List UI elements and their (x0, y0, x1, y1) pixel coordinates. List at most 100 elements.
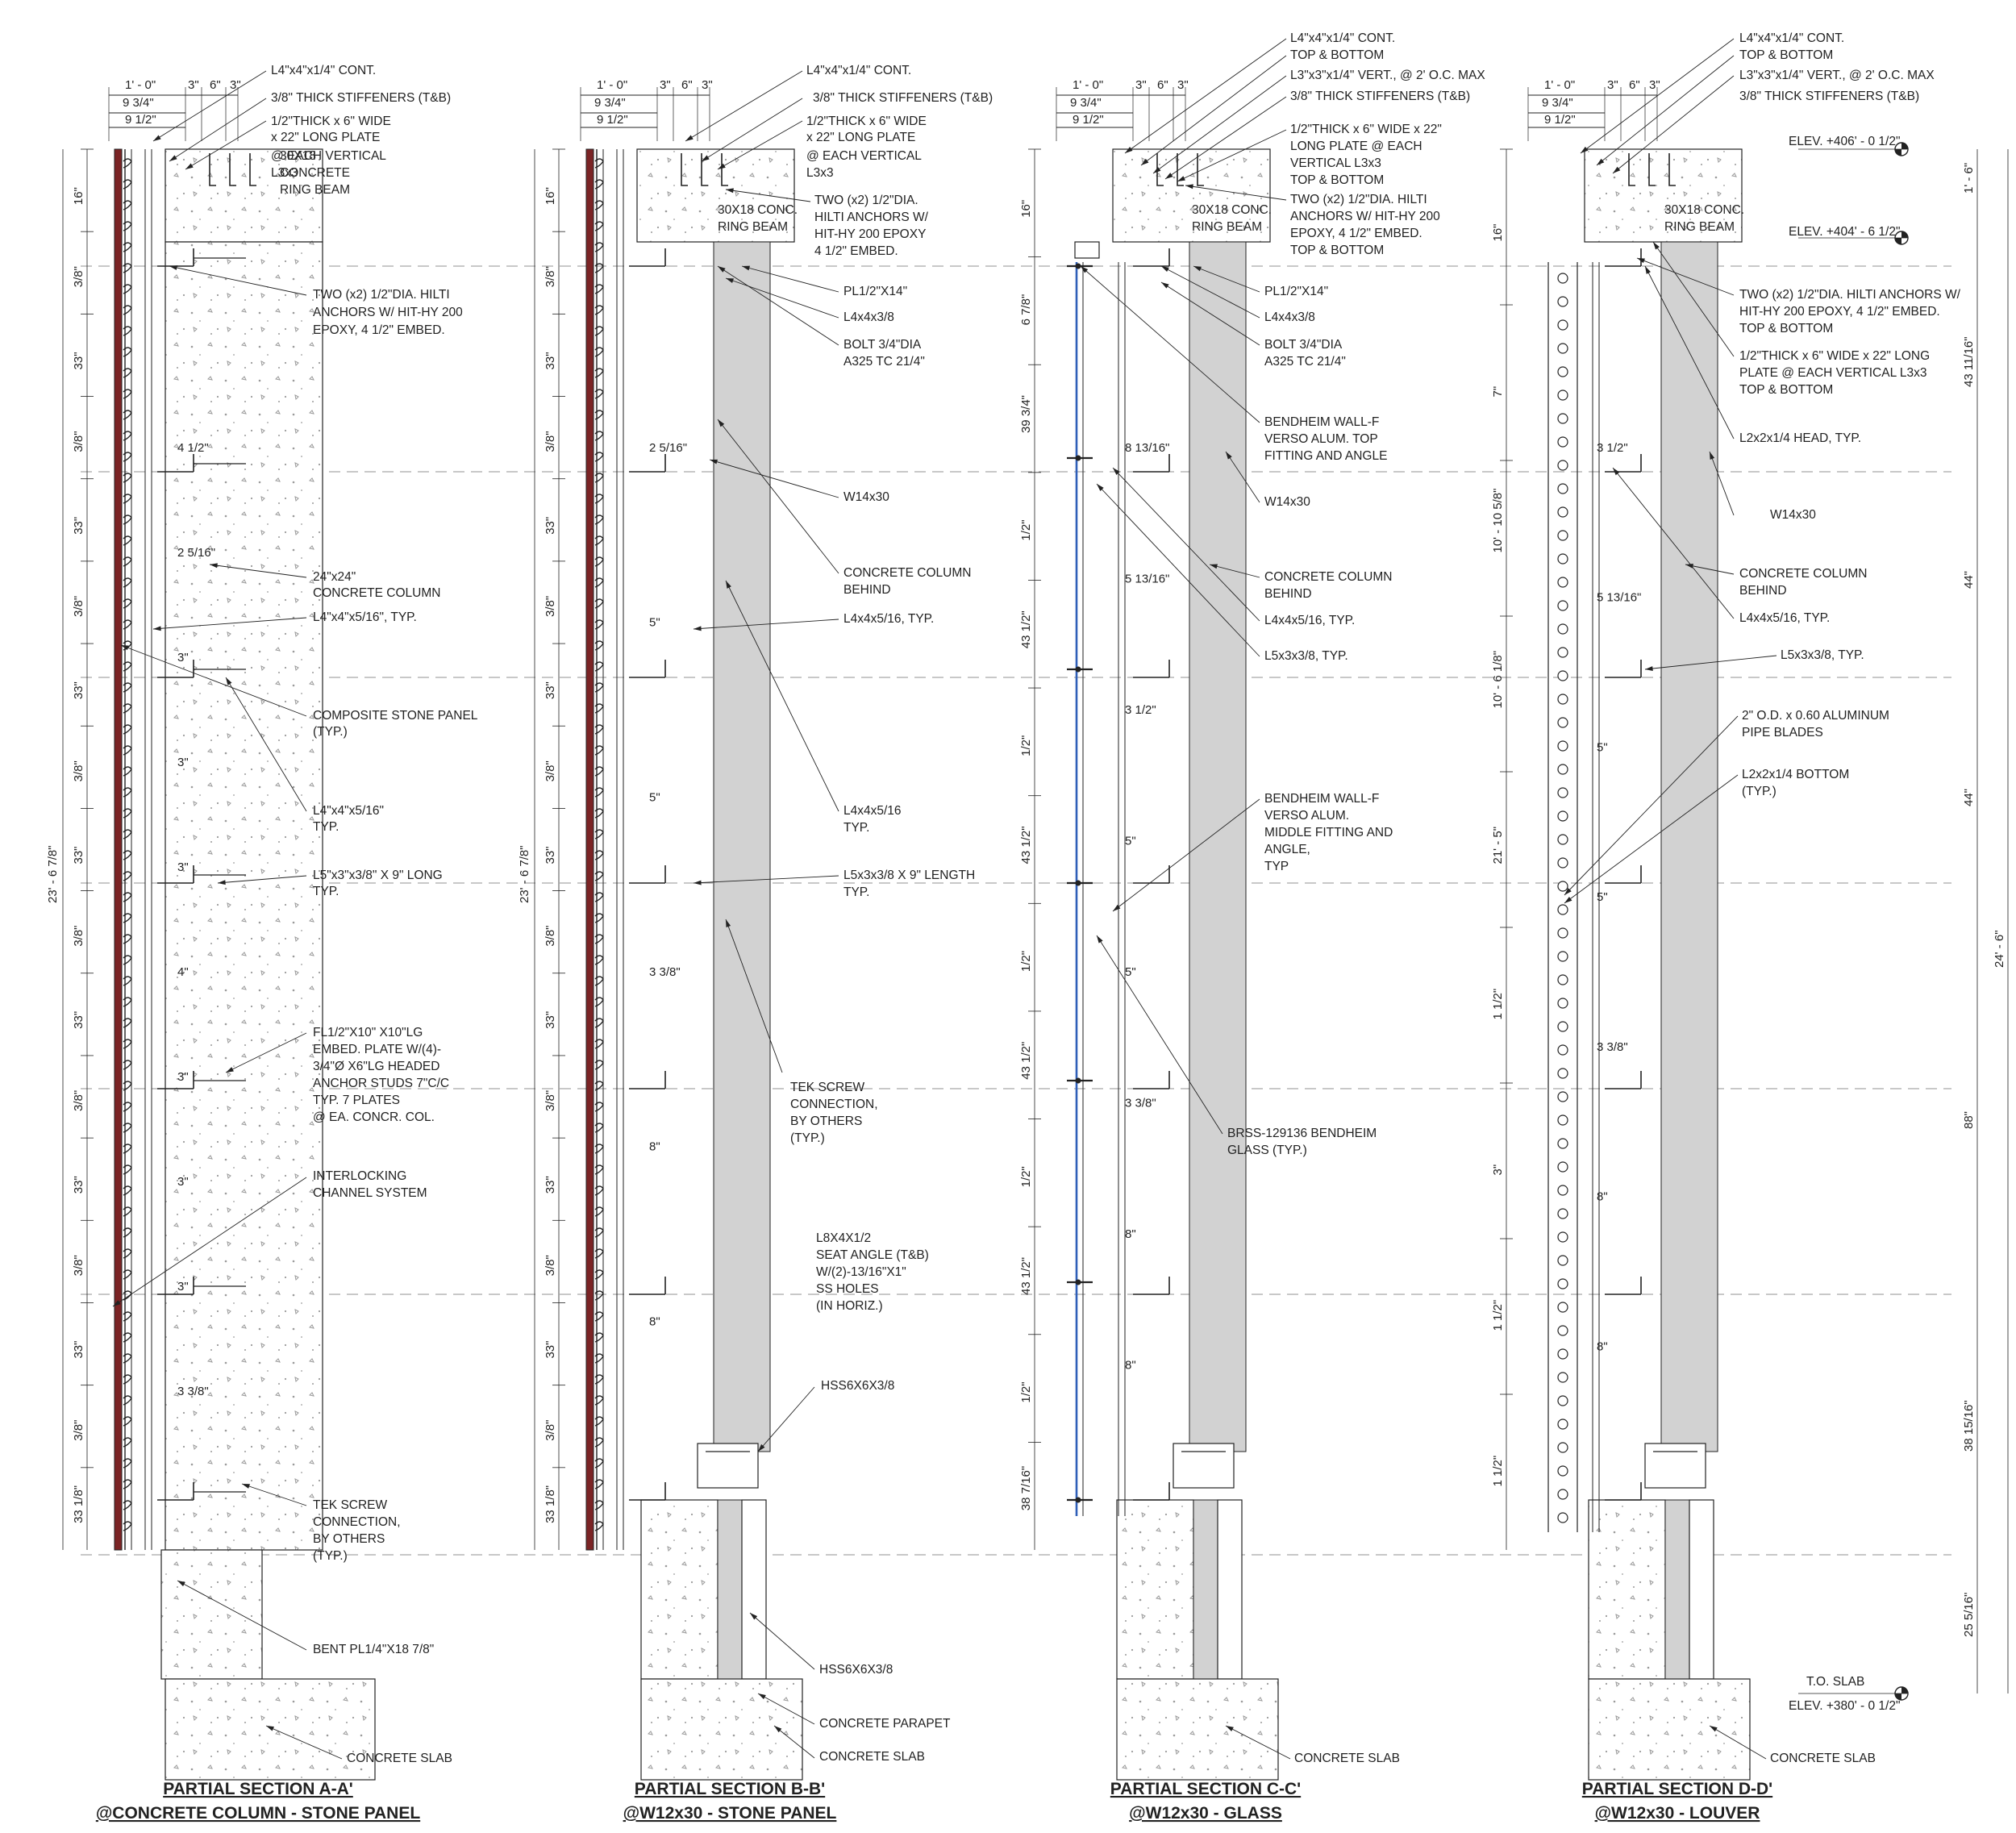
callout-note-text: 30X18 CONC. (1192, 203, 1272, 217)
leader-line (1124, 38, 1287, 154)
side-dimension-label: 39 3/4" (1019, 395, 1033, 433)
pipe-blade (1557, 764, 1568, 775)
inner-dimension-label: 8" (1125, 1359, 1136, 1373)
leader-arrowhead (1226, 1726, 1234, 1731)
interlocking-channel-mark (123, 305, 132, 315)
callout-note-text: 1/2"THICK x 6" WIDE x 22" (1290, 123, 1442, 136)
interlocking-channel-mark (594, 305, 604, 315)
anchor-bolt (701, 153, 708, 186)
side-dimension-label: 43 1/2" (1019, 826, 1033, 864)
callout-note-text: BRSS-129136 BENDHEIM (1227, 1127, 1377, 1140)
leader-arrowhead (153, 135, 161, 141)
callout-note-text: TOP & BOTTOM (1739, 322, 1833, 335)
ring-beam (1584, 148, 1743, 243)
inner-dimension-label: 3 3/8" (1125, 1097, 1156, 1110)
callout-note-text: BENDHEIM WALL-F (1264, 415, 1379, 429)
side-dimension-label: 33 1/8" (544, 1485, 557, 1523)
callout-note-text: ANGLE, (1264, 843, 1310, 856)
callout-note-text: BEHIND (843, 583, 891, 597)
hss-seat-box (697, 1443, 759, 1489)
callout-note-text: CONCRETE COLUMN (843, 566, 971, 580)
leader-arrowhead (742, 265, 750, 271)
ring-beam (1112, 148, 1271, 243)
pipe-blade (1557, 998, 1568, 1009)
callout-note-text: L5x3x3/8 X 9" LENGTH (843, 869, 975, 882)
leader-arrowhead (1097, 935, 1103, 944)
side-dimension-label: 33" (72, 1176, 85, 1194)
interlocking-channel-mark (123, 661, 132, 672)
leader-arrowhead (1645, 266, 1651, 274)
leader-line (693, 875, 839, 884)
interlocking-channel-mark (123, 179, 132, 190)
side-dimension-label: 3/8" (72, 266, 85, 287)
leader-arrowhead (1613, 166, 1621, 173)
interlocking-channel-mark (594, 1227, 604, 1238)
leader-line (725, 277, 839, 319)
inner-dimension-label: 5" (649, 616, 660, 630)
inner-dimension-label: 3 3/8" (1597, 1040, 1628, 1054)
callout-note-text: TYP. 7 PLATES (313, 1094, 400, 1107)
interlocking-channel-mark (594, 1374, 604, 1385)
interlocking-channel-mark (123, 326, 132, 336)
pipe-blade (1557, 600, 1568, 611)
callout-note-text: (TYP.) (313, 725, 348, 739)
interlocking-channel-mark (594, 1479, 604, 1489)
leader-line (169, 265, 307, 296)
leader-line (152, 617, 307, 630)
pipe-blade (1557, 1068, 1568, 1079)
callout-note-text: BENDHEIM WALL-F (1264, 792, 1379, 806)
callout-note-text: L4"x4"x1/4" CONT. (271, 64, 376, 77)
side-dimension-label: 1 1/2" (1491, 1300, 1505, 1331)
interlocking-channel-mark (594, 1185, 604, 1196)
interlocking-channel-mark (123, 1479, 132, 1489)
interlocking-channel-mark (594, 1437, 604, 1448)
leader-arrowhead (718, 163, 726, 169)
leader-line (152, 70, 267, 142)
side-dimension-label: 33" (544, 681, 557, 699)
pipe-blade (1557, 670, 1568, 681)
callout-note-text: TOP & BOTTOM (1290, 48, 1384, 62)
callout-note-text: EMBED. PLATE W/(4)- (313, 1043, 441, 1056)
side-dimension-label: 3/8" (544, 925, 557, 946)
callout-note-text: L2x2x1/4 BOTTOM (1742, 768, 1849, 781)
callout-note-text: PLATE @ EACH VERTICAL L3x3 (1739, 366, 1927, 380)
inner-dimension-label: 4 1/2" (177, 441, 209, 455)
fitting-bolt (1075, 263, 1081, 269)
pipe-blade (1557, 1114, 1568, 1126)
interlocking-channel-mark (123, 1102, 132, 1112)
leader-arrowhead (1113, 904, 1121, 911)
leader-arrowhead (169, 155, 177, 161)
top-dimension-label: 3" (1177, 78, 1189, 92)
leader-arrowhead (1210, 564, 1218, 569)
leader-line (717, 120, 803, 170)
inner-dimension-label: 3" (177, 651, 189, 664)
callout-note-text: ANCHORS W/ HIT-HY 200 (313, 306, 463, 319)
anchor-bolt (681, 153, 688, 186)
inner-dimension-label: 3 3/8" (649, 965, 681, 979)
interlocking-channel-mark (123, 850, 132, 860)
callout-note-text: RING BEAM (1664, 220, 1735, 234)
interlocking-channel-mark (594, 640, 604, 651)
fitting-bolt (1075, 666, 1081, 673)
callout-note-text: COMPOSITE STONE PANEL (313, 709, 478, 723)
callout-note-text: L5x3x3/8, TYP. (1264, 649, 1348, 663)
pipe-blade (1557, 740, 1568, 752)
side-dimension-label: 43 1/2" (1019, 610, 1033, 648)
leader-line (717, 419, 839, 574)
callout-note-text: 24"x24" (313, 570, 356, 584)
pipe-blade (1557, 1091, 1568, 1102)
parapet-core (1664, 1499, 1690, 1680)
inner-dimension-label: 8" (1597, 1339, 1608, 1353)
pipe-blade (1557, 694, 1568, 705)
interlocking-channel-mark (123, 1374, 132, 1385)
concrete-slab (165, 1678, 376, 1781)
interlocking-channel-mark (594, 1206, 604, 1217)
leader-line (1193, 265, 1260, 293)
callout-note-text: A325 TC 21/4" (843, 355, 925, 369)
interlocking-channel-mark (594, 1164, 604, 1175)
interlocking-channel-mark (594, 934, 604, 944)
leader-arrowhead (758, 1443, 765, 1452)
leader-arrowhead (1645, 666, 1653, 671)
callout-note-text: L3x3 (271, 166, 298, 180)
pipe-blade (1557, 787, 1568, 798)
